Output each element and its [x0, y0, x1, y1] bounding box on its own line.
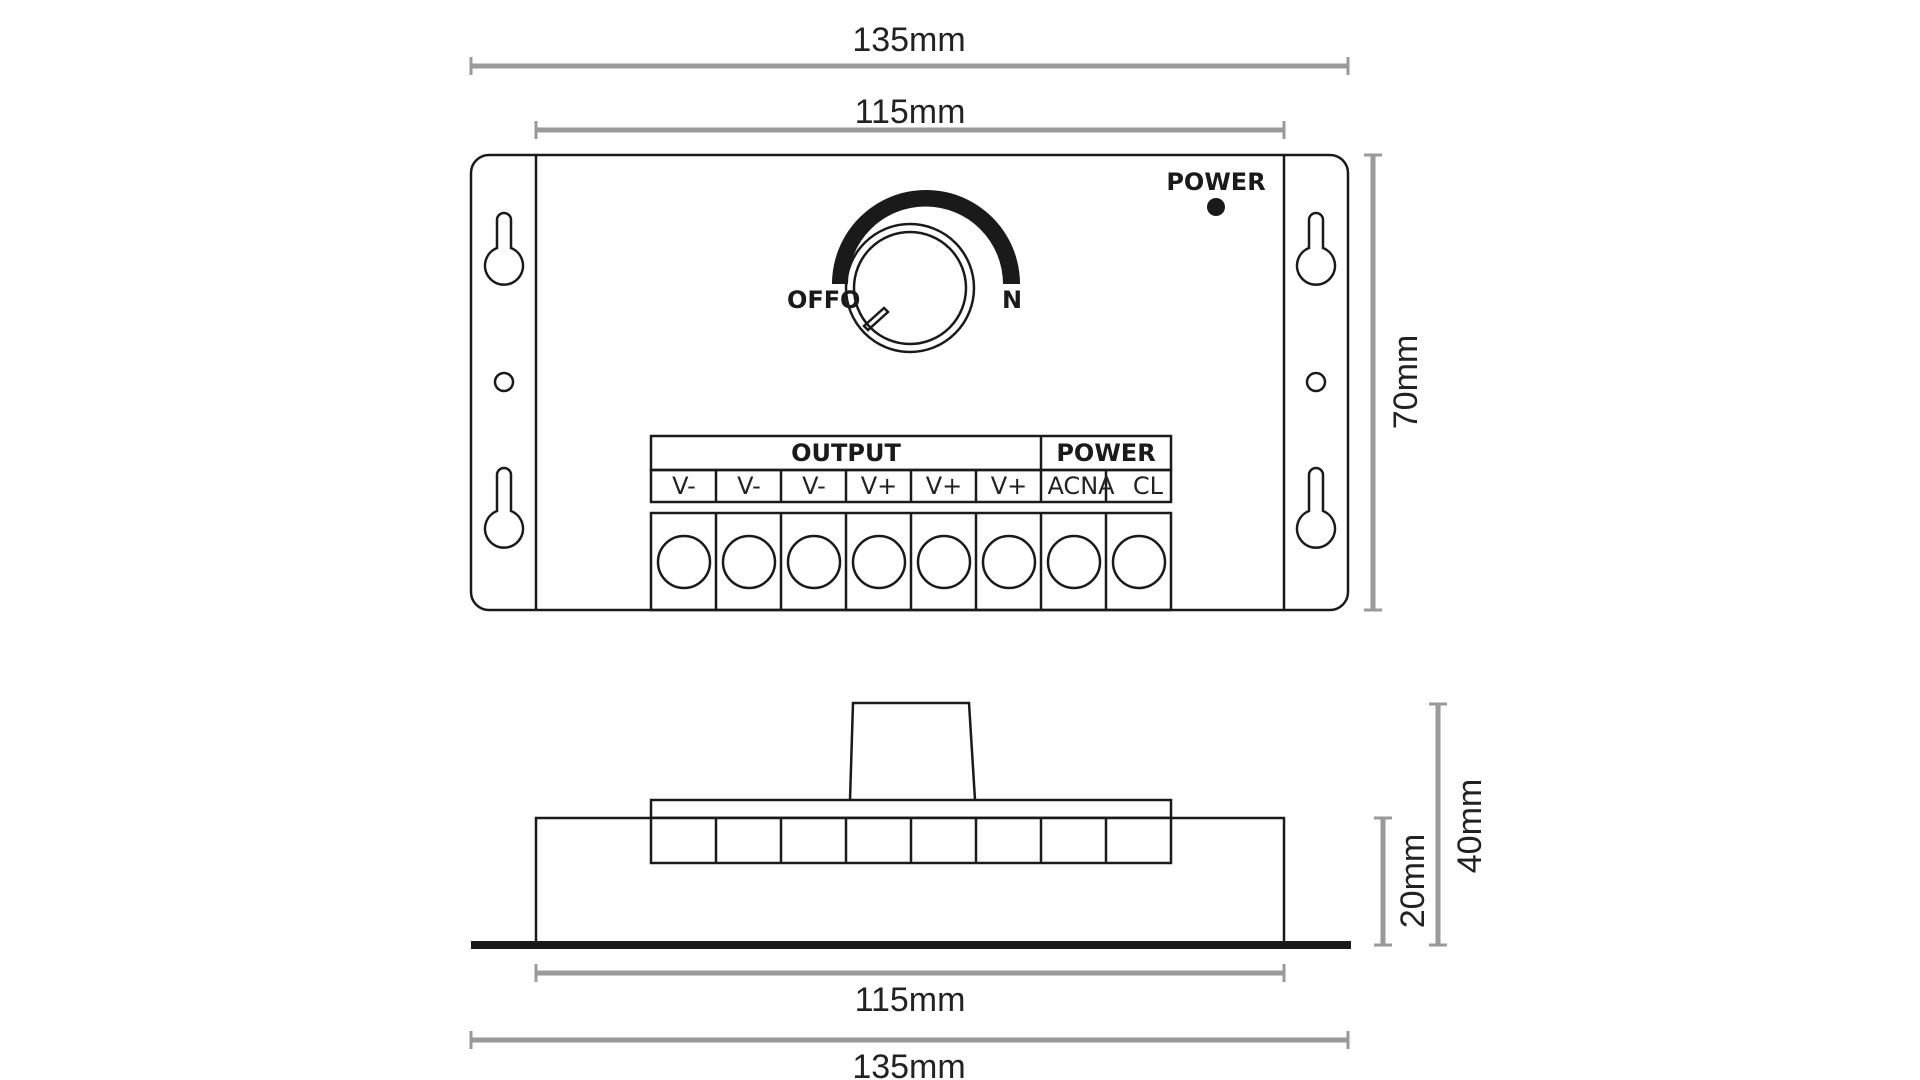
dim-top-overall-label: 135mm: [852, 21, 965, 59]
terminal-label-2: V-: [737, 472, 761, 500]
dim-top-inner: 115mm: [534, 93, 1286, 139]
mount-hole-right: [1305, 371, 1327, 393]
knob-off-label: OFF: [787, 286, 840, 314]
dimmer-knob: OFF O N: [787, 190, 1022, 354]
dimmer-scale-arc-icon: [832, 190, 1020, 284]
terminal-screw-icon: [721, 534, 777, 590]
terminal-screw-icon: [786, 534, 842, 590]
dim-bottom-overall: 135mm: [469, 1031, 1350, 1080]
keyhole-slot-left-bottom: [483, 466, 525, 549]
terminal-label-1: V-: [672, 472, 696, 500]
output-header-label: OUTPUT: [791, 439, 901, 467]
terminal-screw-icon: [656, 534, 712, 590]
power-header-label: POWER: [1056, 439, 1155, 467]
knob-o-label: O: [840, 286, 860, 314]
keyhole-slot-right-bottom: [1295, 466, 1337, 549]
dim-side-overall: 40mm: [1429, 702, 1489, 947]
terminal-screw-icon: [916, 534, 972, 590]
terminal-block: [649, 511, 1173, 612]
terminal-label-power-b: CL: [1133, 472, 1164, 500]
dim-bottom-inner: 115mm: [534, 964, 1286, 1019]
knob-on-label: N: [1002, 286, 1022, 314]
terminal-label-6: V+: [991, 472, 1028, 500]
terminal-screw-icon: [981, 534, 1037, 590]
mount-hole-left: [493, 371, 515, 393]
keyhole-slot-left-top: [483, 211, 525, 286]
dim-side-body-label: 20mm: [1394, 834, 1432, 928]
dim-top-overall: 135mm: [469, 21, 1350, 75]
terminal-label-3: V-: [802, 472, 826, 500]
dim-side-overall-label: 40mm: [1451, 779, 1489, 873]
knob-outer-ring: [844, 222, 976, 354]
keyhole-slot-right-top: [1295, 211, 1337, 286]
side-knob: [848, 701, 977, 801]
dim-height-label: 70mm: [1387, 335, 1425, 429]
dim-top-inner-label: 115mm: [855, 93, 966, 131]
power-indicator-label: POWER: [1166, 168, 1265, 196]
knob-pointer-icon: [862, 306, 890, 332]
terminal-screw-icon: [1111, 534, 1167, 590]
terminal-screw-icon: [851, 534, 907, 590]
terminal-header: OUTPUT POWER: [649, 434, 1173, 472]
terminal-label-4: V+: [861, 472, 898, 500]
side-terminal-cap: [649, 798, 1173, 820]
terminal-label-5: V+: [926, 472, 963, 500]
terminal-label-row: V- V- V- V+ V+ V+ ACNA CL: [649, 468, 1173, 504]
knob-inner-ring: [852, 230, 968, 346]
terminal-screw-icon: [1046, 534, 1102, 590]
side-view: [471, 701, 1351, 949]
dim-height: 70mm: [1364, 153, 1425, 612]
dim-bottom-inner-label: 115mm: [855, 981, 966, 1019]
dim-bottom-overall-label: 135mm: [852, 1048, 965, 1080]
top-view: POWER OFF O N OUTPUT POWER: [469, 153, 1350, 612]
terminal-label-power-a: ACNA: [1047, 472, 1115, 500]
power-led-icon: [1207, 198, 1225, 216]
dim-side-body: 20mm: [1374, 816, 1432, 947]
side-terminal-block: [649, 816, 1173, 865]
